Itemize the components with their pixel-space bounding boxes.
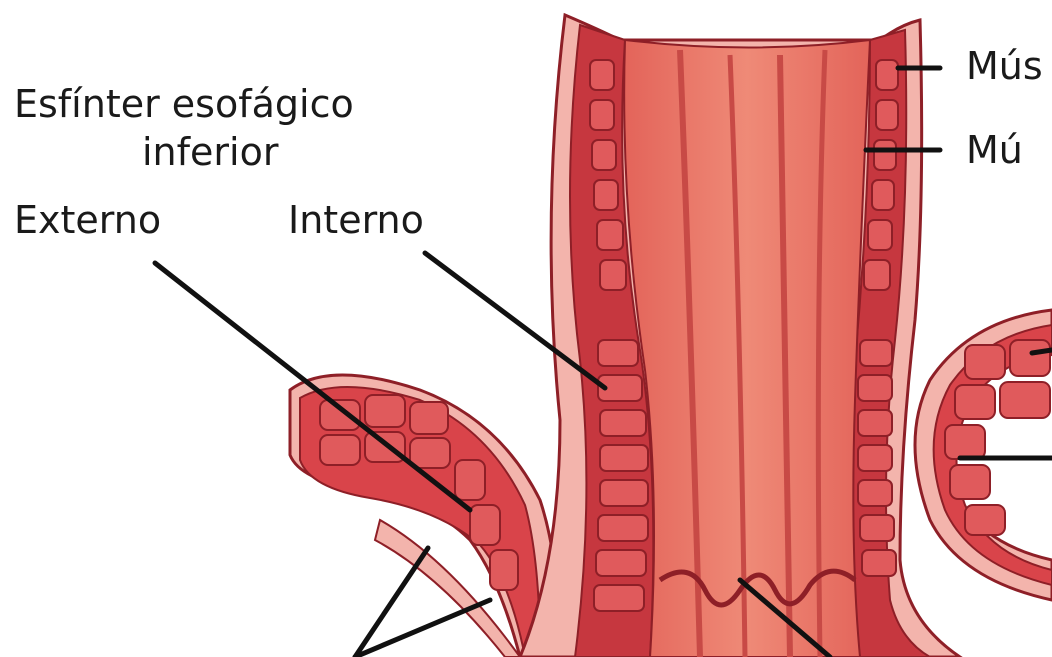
label-interno: Interno (288, 198, 424, 242)
label-right-mid: Mú (966, 128, 1023, 172)
label-externo: Externo (14, 198, 161, 242)
title-line-1: Esfínter esofágico (14, 82, 354, 126)
title-line-2: inferior (142, 130, 278, 174)
label-right-top: Mús (966, 44, 1043, 88)
